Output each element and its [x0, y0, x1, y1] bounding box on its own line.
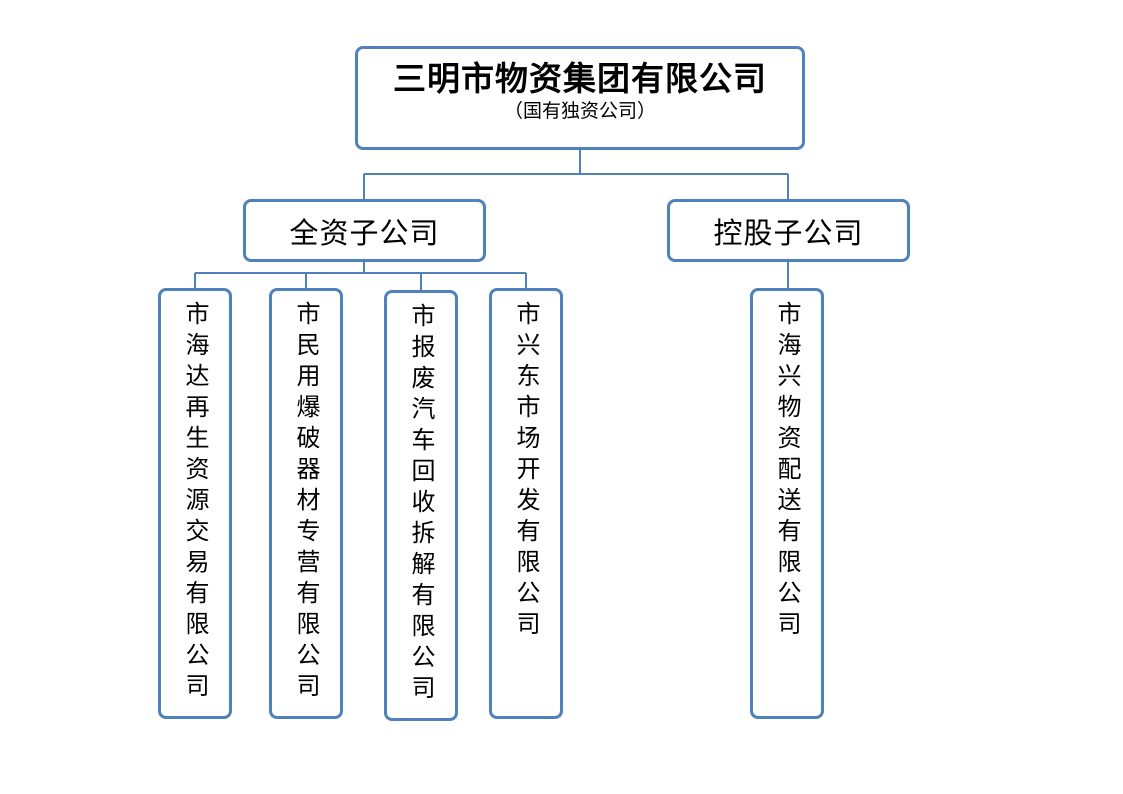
subsidiary-name: 市报废汽车回收拆解有限公司 — [407, 303, 435, 706]
subsidiary-haixing-distribution: 市海兴物资配送有限公司 — [750, 288, 824, 719]
subsidiary-name: 市民用爆破器材专营有限公司 — [292, 301, 320, 704]
subsidiary-vehicle-recycling: 市报废汽车回收拆解有限公司 — [384, 290, 458, 721]
subsidiary-xingdong-market: 市兴东市场开发有限公司 — [489, 288, 563, 719]
root-company-name: 三明市物资集团有限公司 — [393, 59, 767, 98]
branch-wholly-owned-subsidiaries: 全资子公司 — [243, 199, 486, 262]
subsidiary-name: 市海达再生资源交易有限公司 — [181, 301, 209, 704]
branch-holding-subsidiaries: 控股子公司 — [667, 199, 910, 262]
root-company-box: 三明市物资集团有限公司 （国有独资公司） — [355, 46, 805, 150]
subsidiary-haida-recycling: 市海达再生资源交易有限公司 — [158, 288, 232, 719]
root-company-type: （国有独资公司） — [503, 100, 656, 122]
subsidiary-civil-explosives: 市民用爆破器材专营有限公司 — [269, 288, 343, 719]
subsidiary-name: 市海兴物资配送有限公司 — [773, 301, 801, 642]
subsidiary-name: 市兴东市场开发有限公司 — [512, 301, 540, 642]
